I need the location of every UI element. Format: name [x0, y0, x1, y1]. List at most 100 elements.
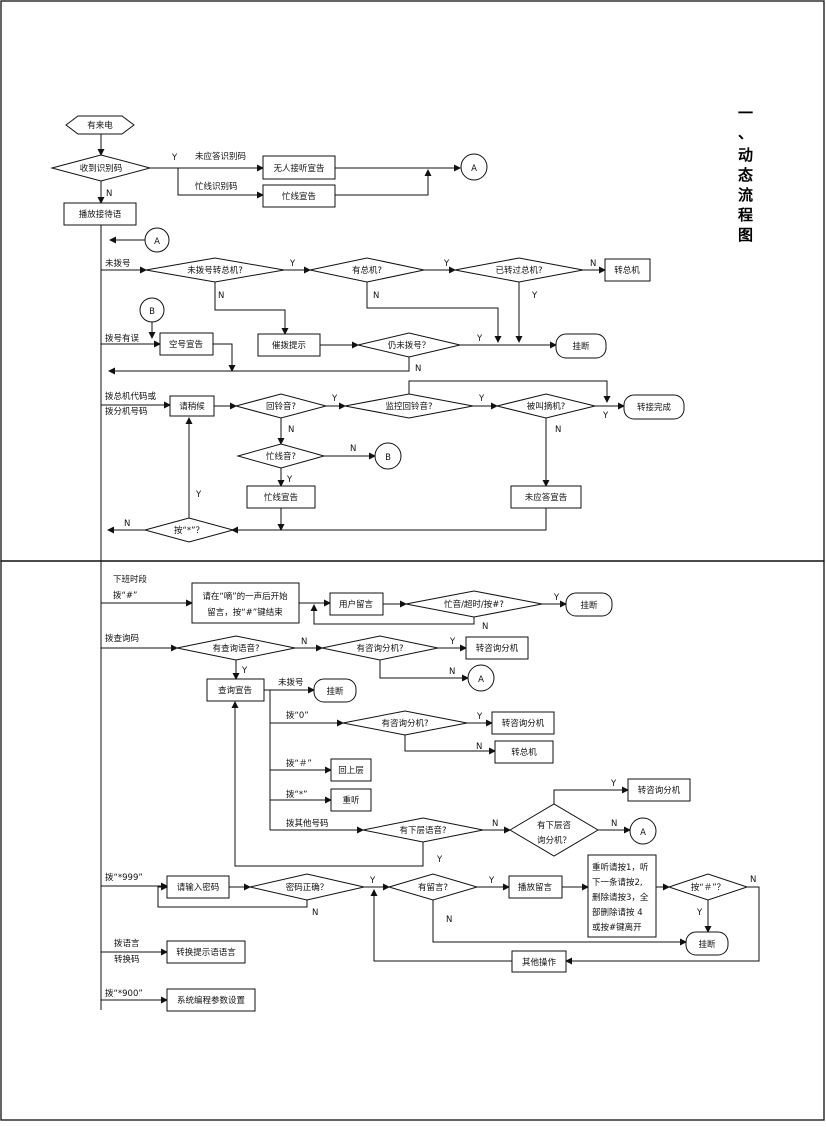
transferred-operator-label: 已转过总机?: [495, 265, 542, 276]
no-label: N: [415, 364, 421, 374]
dial-op-ext-label-2: 拨分机号码: [105, 406, 148, 417]
edge: [310, 604, 475, 625]
msg-menu-line: 删除请按3，全: [592, 892, 649, 903]
dial-0-label: 拨“0”: [286, 710, 309, 721]
hang-up-2-label: 挂断: [580, 600, 598, 611]
hang-up-label: 挂断: [572, 341, 590, 352]
msg-menu-line: 部删除请按 4: [592, 907, 643, 918]
no-answer-announce-label: 无人接听宣告: [273, 163, 324, 174]
dial-lang-label-2: 转换码: [114, 954, 140, 965]
no-label: N: [476, 742, 482, 752]
no-label: N: [106, 189, 112, 199]
off-hours-label: 下班时段: [113, 574, 148, 585]
title-char: 动: [738, 146, 753, 164]
edge: [231, 508, 547, 534]
to-inquiry-ext-label: 转咨询分机: [476, 643, 519, 654]
edge: [213, 343, 236, 372]
press-star-label: 按“*”？: [174, 525, 204, 536]
yes-label: Y: [289, 259, 296, 269]
edge: [366, 282, 502, 343]
edge: [214, 282, 289, 335]
title-char: 流: [738, 186, 753, 204]
connector-a-label: A: [471, 164, 477, 174]
to-operator-label: 转总机: [614, 265, 640, 276]
no-label: N: [492, 819, 498, 829]
hang-up-2-terminal: [565, 592, 613, 617]
yes-label: Y: [476, 712, 483, 722]
has-operator-label: 有总机?: [352, 265, 382, 276]
transfer-done-terminal: [623, 394, 685, 420]
yes-label: Y: [369, 876, 376, 886]
busy-tone-label: 忙线音?: [266, 451, 296, 462]
yes-label: Y: [488, 876, 495, 886]
dial-other-label: 拨其他号码: [286, 818, 329, 829]
no-label: N: [373, 291, 379, 301]
connector-a-out-3: [629, 817, 657, 845]
no-label: N: [124, 519, 130, 529]
no-label: N: [590, 259, 596, 269]
no-label: N: [218, 291, 224, 301]
has-message-label: 有留言?: [418, 882, 448, 893]
connector-b-out: [374, 442, 402, 470]
busy-announce-label: 忙线宣告: [282, 191, 316, 202]
yes-label: Y: [531, 291, 538, 301]
play-greeting-label: 播放接待语: [79, 209, 122, 220]
urge-dial-label: 催拨提示: [272, 340, 306, 351]
edge: [565, 886, 760, 965]
empty-number-label: 空号宣告: [169, 339, 203, 350]
yes-label: Y: [696, 908, 703, 918]
not-dialed-2-label: 未拨号: [278, 677, 304, 688]
dial-900-label: 拨“*900”: [105, 988, 143, 999]
enter-password-label: 请输入密码: [177, 882, 220, 893]
yes-label: Y: [331, 394, 338, 404]
leave-message-label-2: 留言，按“#”键结束: [207, 607, 283, 618]
no-label: N: [312, 908, 318, 918]
play-greeting-box: [63, 202, 137, 226]
press-hash-q-label: 按“＃”？: [691, 882, 725, 893]
receive-id-label: 收到识别码: [80, 163, 123, 174]
press-hash-label: 拨“#”: [113, 590, 137, 601]
connector-b-out-label: B: [385, 453, 391, 463]
switch-lang-label: 转换提示语语言: [176, 947, 236, 958]
unanswered-announce-label: 未应答宣告: [525, 492, 568, 503]
to-inquiry-ext-3-box: [627, 778, 691, 802]
edge: [404, 735, 496, 755]
play-message-label: 播放留言: [518, 882, 553, 893]
message-menu-box: [587, 854, 657, 938]
no-label: N: [449, 667, 455, 677]
hang-up-4-label: 挂断: [698, 939, 716, 950]
msg-menu-line: 下一条请按2,: [592, 877, 643, 888]
hang-up-terminal: [555, 333, 607, 359]
edge: [177, 168, 264, 199]
to-inquiry-ext-2-box: [491, 711, 555, 735]
no-label: N: [555, 425, 561, 435]
frame-top: [0, 0, 825, 562]
no-label: N: [446, 915, 452, 925]
lower-voice-label: 有下层语音?: [399, 825, 446, 836]
incoming-call-label: 有来电: [87, 120, 113, 131]
replay-box: [330, 788, 372, 812]
no-label: N: [288, 425, 294, 435]
sys-settings-label: 系统编程参数设置: [177, 995, 246, 1006]
title-char: 、: [738, 124, 753, 142]
to-inquiry-ext-2-label: 转咨询分机: [502, 718, 545, 729]
password-ok-label: 密码正确？: [286, 882, 329, 893]
lower-inquiry-label-2: 询分机？: [537, 835, 571, 846]
yes-label: Y: [449, 637, 456, 647]
has-inquiry-voice-label: 有查询语音?: [212, 643, 259, 654]
connector-a-in-label: A: [154, 237, 160, 247]
to-operator-box: [604, 258, 651, 282]
busy-announce-2-label: 忙线宣告: [264, 492, 298, 503]
hang-up-3-label: 挂断: [326, 686, 344, 697]
to-operator-2-label: 转总机: [511, 747, 537, 758]
no-label: N: [482, 622, 488, 632]
no-dial-operator-label: 未拨号转总机?: [187, 265, 243, 276]
edge: [553, 786, 629, 804]
hang-up-3-terminal: [313, 678, 357, 703]
page-title: 一 、 动 态 流 程 图: [738, 104, 753, 244]
ringback-label: 回铃音?: [266, 401, 296, 412]
yes-label: Y: [241, 666, 248, 676]
title-char: 程: [738, 206, 753, 224]
yes-label: Y: [436, 855, 443, 865]
